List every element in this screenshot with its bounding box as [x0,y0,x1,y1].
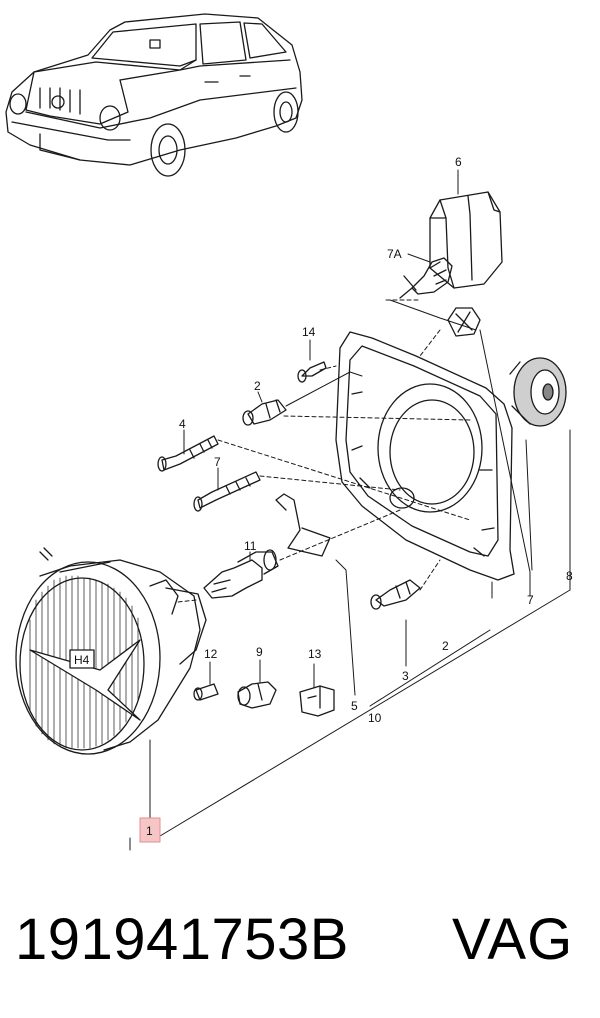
part-3-adjuster [370,579,421,610]
part-7a-bulb-holder [399,257,453,299]
callout-6: 6 [455,155,462,169]
callout-1-highlight [139,817,161,843]
part-4-bolt [157,435,219,472]
callout-2-top: 2 [254,379,261,393]
callout-7-right: 7 [527,593,534,607]
car-illustration [5,13,303,177]
part-6-cover [429,191,503,289]
callout-2-bottom: 2 [442,639,449,653]
part-1-headlamp [15,547,207,755]
part-8-disc [509,357,567,427]
part-7-bolt [193,471,261,512]
callout-5: 5 [351,699,358,713]
callout-13: 13 [308,647,322,661]
part-11-bulb [203,549,279,599]
part-5-spring-clip [275,493,331,557]
part-13-connector [299,685,335,717]
callout-8: 8 [566,569,573,583]
headlamp-h4-label: H4 [74,653,90,667]
callout-9: 9 [256,645,263,659]
callout-12: 12 [204,647,218,661]
callout-7a: 7A [387,247,402,261]
part-2-adjuster [242,399,287,426]
callout-labels: 6 7A 14 2 4 7 11 5 8 7 2 3 12 9 13 10 1 … [74,155,573,838]
part-2-mounting-frame [335,331,515,581]
callout-4: 4 [179,417,186,431]
part-footer: 191941753B VAG [0,890,600,1000]
callout-14: 14 [302,325,316,339]
callout-11: 11 [244,539,257,553]
part-9-holder [237,681,277,709]
callout-10: 10 [368,711,382,725]
part-number: 191941753B [15,907,349,972]
part-14-screw [297,361,327,383]
part-12-bulb [193,683,219,701]
brand-name: VAG [452,907,574,972]
callout-3: 3 [402,669,409,683]
parts-diagram: 6 7A 14 2 4 7 11 5 8 7 2 3 12 9 13 10 1 … [5,13,573,851]
leader-lines [129,169,571,851]
callout-7-left: 7 [214,455,221,469]
callout-1: 1 [146,824,153,838]
